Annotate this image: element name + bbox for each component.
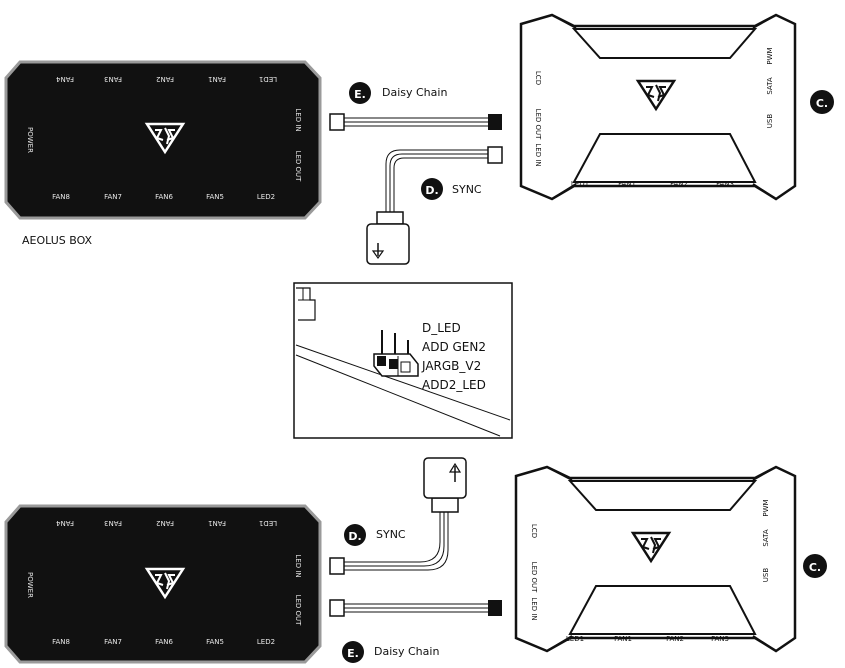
pwm-label: PWM xyxy=(766,47,774,64)
daisy-chain-badge-text: E. xyxy=(347,647,359,660)
led-in-label: LED IN xyxy=(294,108,302,131)
port-label: FAN4 xyxy=(56,75,74,83)
header-label: ADD2_LED xyxy=(422,378,486,392)
port-label: LED1 xyxy=(259,75,277,83)
sata-label: SATA xyxy=(762,529,770,547)
header-label: ADD GEN2 xyxy=(422,340,486,354)
controller-bottom: LCD LED OUT LED IN LED1 FAN1 FAN2 FAN3 P… xyxy=(514,465,797,653)
motherboard-header-inset: D_LED ADD GEN2 JARGB_V2 ADD2_LED xyxy=(293,282,513,439)
led-out-label: LED OUT xyxy=(530,562,538,594)
aeolus-box-label: AEOLUS BOX xyxy=(22,234,93,247)
port-label: FAN1 xyxy=(618,180,636,188)
port-label: FAN2 xyxy=(666,635,684,643)
port-label: FAN1 xyxy=(614,635,632,643)
port-label: FAN6 xyxy=(155,638,173,646)
pwm-label: PWM xyxy=(762,499,770,516)
led-in-label: LED IN xyxy=(530,597,538,620)
lcd-label: LCD xyxy=(534,71,542,85)
port-label: LED1 xyxy=(259,519,277,527)
led-in-label: LED IN xyxy=(534,143,542,166)
port-label: FAN7 xyxy=(104,193,122,201)
daisy-chain-cable-bottom xyxy=(329,599,502,617)
aeolus-box-bottom: FAN4 FAN3 FAN2 FAN1 LED1 FAN8 FAN7 FAN6 … xyxy=(4,504,322,664)
lcd-label: LCD xyxy=(530,524,538,538)
port-label: FAN3 xyxy=(716,180,734,188)
port-label: FAN8 xyxy=(52,638,70,646)
led-out-label: LED OUT xyxy=(294,595,302,627)
daisy-chain-cable-top xyxy=(329,113,502,131)
port-label: FAN3 xyxy=(711,635,729,643)
port-label: FAN1 xyxy=(208,75,226,83)
sync-label: SYNC xyxy=(376,528,406,541)
sync-badge xyxy=(344,524,366,546)
pin-header-icon xyxy=(373,330,419,377)
port-label: LED1 xyxy=(571,180,589,188)
sync-badge-text: D. xyxy=(425,184,438,197)
port-label: FAN7 xyxy=(104,638,122,646)
led-in-label: LED IN xyxy=(294,554,302,577)
daisy-chain-label: Daisy Chain xyxy=(382,86,447,99)
port-label: FAN8 xyxy=(52,193,70,201)
daisy-chain-badge xyxy=(349,82,371,104)
controller-badge xyxy=(803,554,827,578)
port-label: FAN5 xyxy=(206,193,224,201)
controller-badge-text: C. xyxy=(809,561,821,574)
header-label: D_LED xyxy=(422,321,461,335)
port-label: FAN6 xyxy=(155,193,173,201)
port-label: LED2 xyxy=(257,638,275,646)
usb-label: USB xyxy=(762,568,770,583)
port-label: LED1 xyxy=(566,635,584,643)
usb-label: USB xyxy=(766,114,774,129)
controller-badge-text: C. xyxy=(816,97,828,110)
port-label: FAN2 xyxy=(670,180,688,188)
port-label: FAN1 xyxy=(208,519,226,527)
port-label: FAN2 xyxy=(156,519,174,527)
sync-cable-bottom xyxy=(329,457,467,575)
header-label: JARGB_V2 xyxy=(421,359,481,373)
power-label: POWER xyxy=(26,127,34,153)
controller-top: LCD LED OUT LED IN LED1 FAN1 FAN2 FAN3 P… xyxy=(519,13,797,201)
port-label: FAN3 xyxy=(104,519,122,527)
sata-label: SATA xyxy=(766,77,774,95)
sync-label: SYNC xyxy=(452,183,482,196)
power-label: POWER xyxy=(26,572,34,598)
controller-badge xyxy=(810,90,834,114)
aeolus-box-top: FAN4 FAN3 FAN2 FAN1 LED1 FAN8 FAN7 FAN6 … xyxy=(4,60,322,220)
port-label: FAN5 xyxy=(206,638,224,646)
sync-cable-top xyxy=(366,146,503,265)
sync-badge-text: D. xyxy=(348,530,361,543)
sync-badge xyxy=(421,178,443,200)
port-label: FAN3 xyxy=(104,75,122,83)
led-out-label: LED OUT xyxy=(294,151,302,183)
port-label: FAN2 xyxy=(156,75,174,83)
daisy-chain-badge xyxy=(342,641,364,663)
port-label: LED2 xyxy=(257,193,275,201)
led-out-label: LED OUT xyxy=(534,109,542,141)
daisy-chain-badge-text: E. xyxy=(354,88,366,101)
port-label: FAN4 xyxy=(56,519,74,527)
daisy-chain-label: Daisy Chain xyxy=(374,645,439,658)
